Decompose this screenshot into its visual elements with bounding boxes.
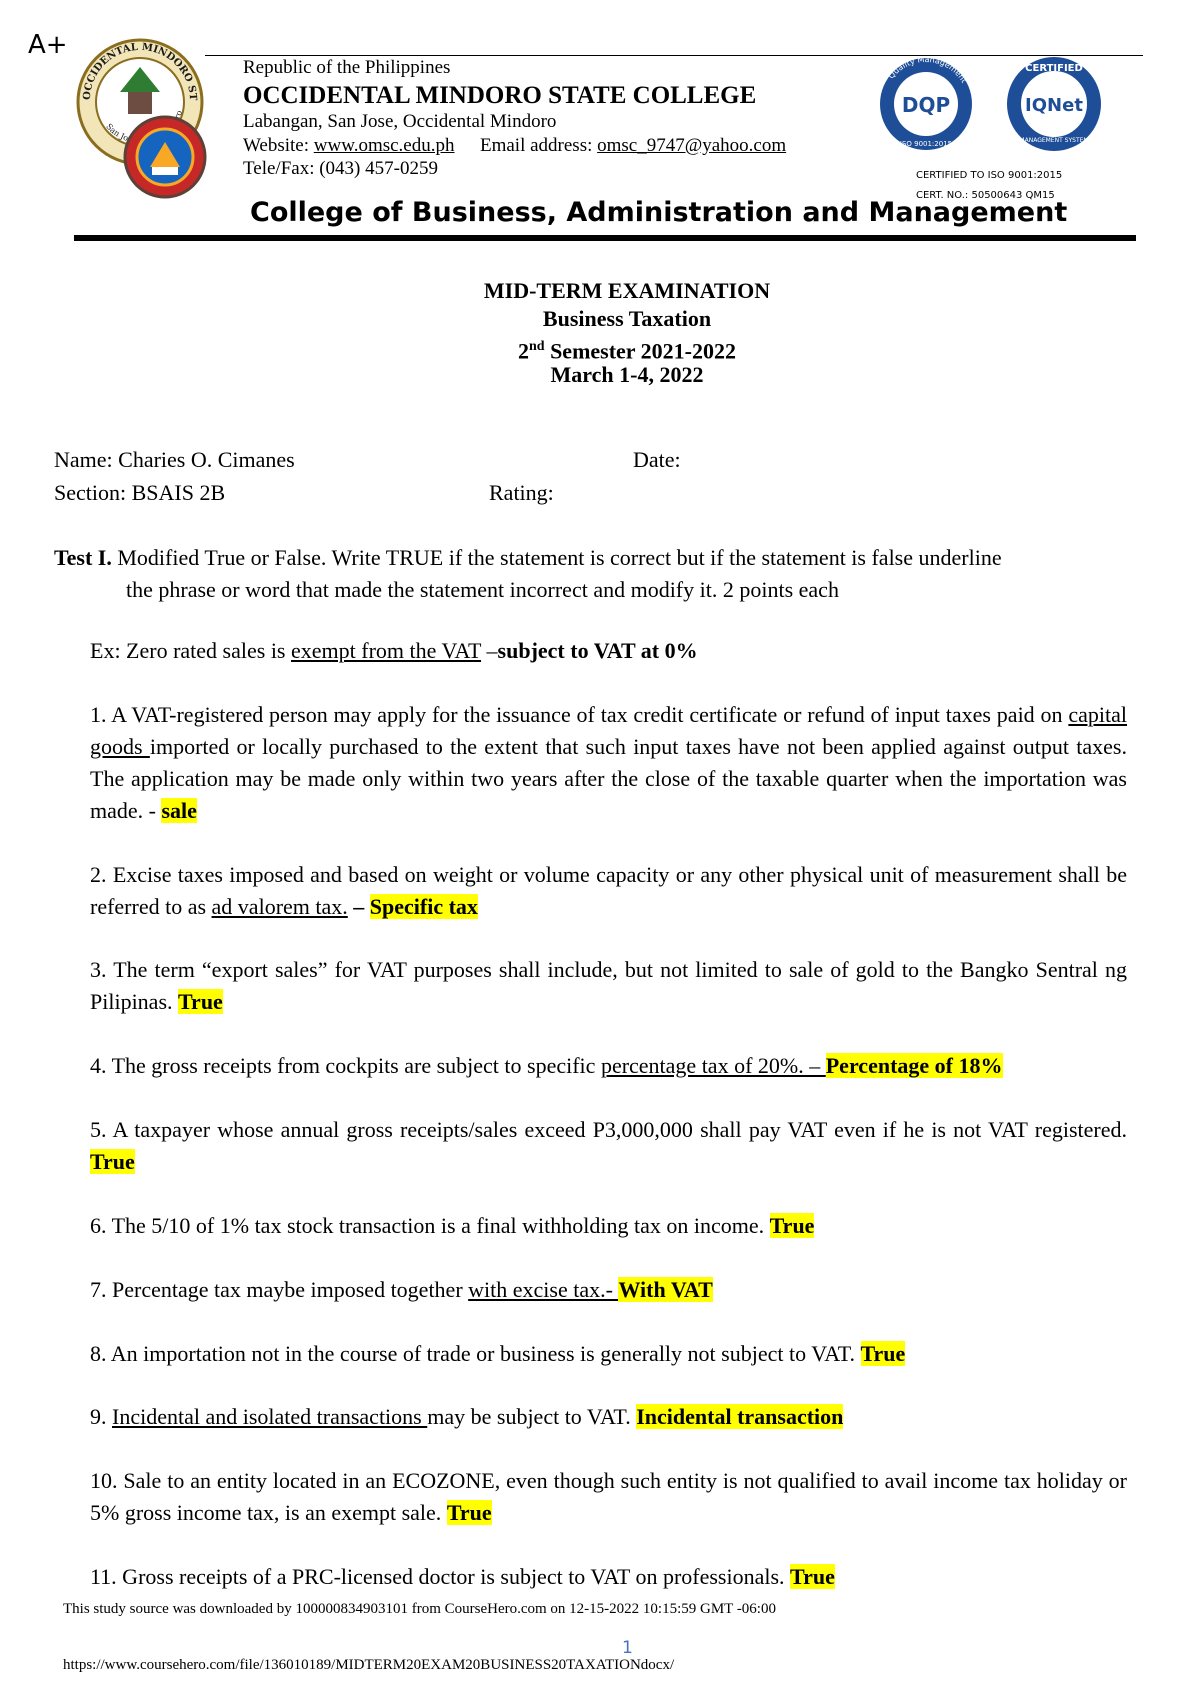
question-item-2: 2. Excise taxes imposed and based on wei… bbox=[90, 862, 1127, 919]
badge2-bottom-text: MANAGEMENT SYSTEM bbox=[1019, 137, 1088, 144]
website-label: Website: bbox=[243, 135, 310, 156]
question-item-7: 7. Percentage tax maybe imposed together… bbox=[90, 1277, 713, 1302]
answer-7: With VAT bbox=[618, 1277, 713, 1302]
badge1-bottom-text: ISO 9001:2015 bbox=[900, 140, 952, 148]
student-name: Name: Charies O. Cimanes bbox=[54, 447, 295, 472]
question-item-11: 11. Gross receipts of a PRC-licensed doc… bbox=[90, 1564, 835, 1589]
department-name: College of Business, Administration and … bbox=[250, 197, 1068, 228]
exam-subject: Business Taxation bbox=[542, 306, 712, 331]
question-item-6: 6. The 5/10 of 1% tax stock transaction … bbox=[90, 1213, 815, 1238]
question-item-4: 4. The gross receipts from cockpits are … bbox=[90, 1053, 1003, 1078]
iqnet-certified-badge-icon: CERTIFIED IQNet MANAGEMENT SYSTEM bbox=[1007, 57, 1101, 151]
date-field: Date: bbox=[633, 447, 681, 472]
college-address: Labangan, San Jose, Occidental Mindoro bbox=[243, 111, 557, 132]
source-url[interactable]: https://www.coursehero.com/file/13601018… bbox=[63, 1657, 675, 1673]
student-section: Section: BSAIS 2B bbox=[54, 480, 226, 505]
page-number: 1 bbox=[622, 1638, 633, 1658]
rating-field: Rating: bbox=[489, 480, 554, 505]
answer-11: True bbox=[790, 1564, 835, 1589]
question-item-8: 8. An importation not in the course of t… bbox=[90, 1341, 906, 1366]
answer-6: True bbox=[769, 1213, 815, 1238]
test-instructions: Test I. Modified True or False. Write TR… bbox=[54, 545, 1002, 602]
question-item-9: 9. Incidental and isolated transactions … bbox=[90, 1404, 844, 1429]
question-item-5: 5. A taxpayer whose annual gross receipt… bbox=[90, 1117, 1127, 1174]
exam-dates: March 1-4, 2022 bbox=[550, 362, 704, 387]
question-item-3: 3. The term “export sales” for VAT purpo… bbox=[90, 957, 1127, 1014]
exam-title: MID-TERM EXAMINATION bbox=[483, 278, 771, 303]
test-label: Test I. bbox=[54, 545, 112, 570]
contact-line: Website: www.omsc.edu.ph Email address: … bbox=[243, 135, 786, 157]
answer-10: True bbox=[446, 1500, 492, 1525]
answer-1: sale bbox=[161, 798, 197, 823]
header-top-rule bbox=[205, 55, 1143, 56]
grade-mark: A+ bbox=[28, 30, 68, 60]
answer-4: Percentage of 18% bbox=[825, 1053, 1003, 1078]
cert-number: CERT. NO.: 50500643 QM15 bbox=[916, 190, 1055, 201]
cert-standard: CERTIFIED TO ISO 9001:2015 bbox=[916, 170, 1063, 181]
republic-line: Republic of the Philippines bbox=[243, 57, 451, 78]
question-item-1: 1. A VAT-registered person may apply for… bbox=[90, 702, 1127, 823]
answer-2: Specific tax bbox=[369, 894, 478, 919]
question-item-10: 10. Sale to an entity located in an ECOZ… bbox=[90, 1468, 1127, 1525]
example-item: Ex: Zero rated sales is exempt from the … bbox=[90, 638, 698, 663]
answer-3: True bbox=[178, 989, 223, 1014]
email-label: Email address: bbox=[479, 135, 593, 156]
phone-line: Tele/Fax: (043) 457-0259 bbox=[243, 158, 438, 179]
download-notice: This study source was downloaded by 1000… bbox=[63, 1601, 776, 1617]
badge2-center-text: IQNet bbox=[1025, 95, 1083, 116]
badge1-center-text: DQP bbox=[902, 93, 950, 117]
exam-semester: 2nd Semester 2021-2022 bbox=[517, 338, 736, 364]
header-bottom-rule bbox=[74, 235, 1136, 241]
email-link[interactable]: omsc_9747@yahoo.com bbox=[597, 135, 787, 156]
college-seal-icon: OCCIDENTAL MINDORO STATE COLLEGE San Jos… bbox=[70, 32, 207, 199]
badge2-top-text: CERTIFIED bbox=[1025, 63, 1083, 74]
answer-5: True bbox=[90, 1149, 135, 1174]
answer-9: Incidental transaction bbox=[636, 1404, 844, 1429]
answer-8: True bbox=[860, 1341, 906, 1366]
website-link[interactable]: www.omsc.edu.ph bbox=[313, 135, 455, 156]
quality-management-badge-icon: Quality Management DQP ISO 9001:2015 bbox=[880, 55, 972, 150]
college-name: OCCIDENTAL MINDORO STATE COLLEGE bbox=[243, 82, 757, 109]
